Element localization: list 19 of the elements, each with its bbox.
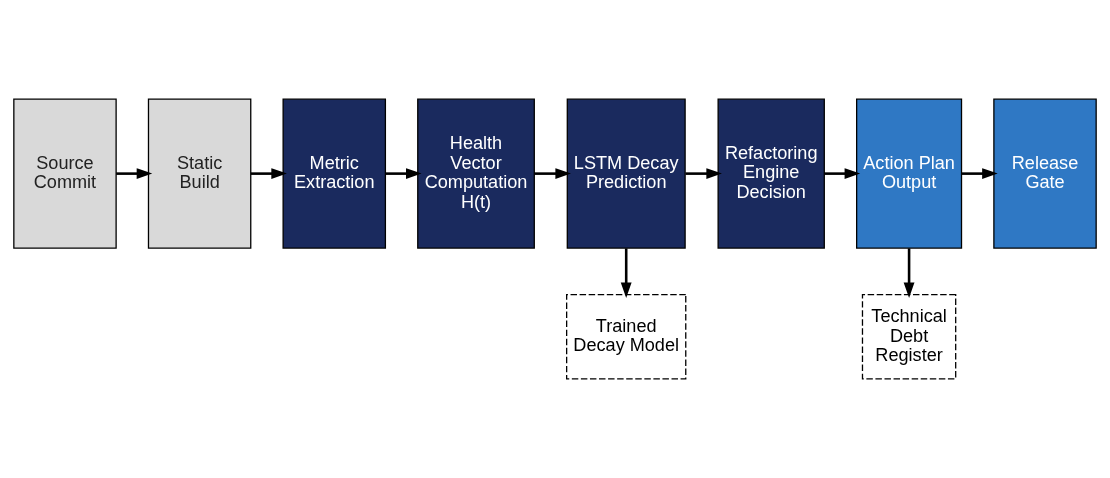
arrow — [824, 168, 861, 180]
node-box: Metric Extraction — [282, 98, 387, 249]
node-box: LSTM Decay Prediction — [566, 98, 686, 249]
arrow — [385, 168, 422, 180]
node-box: Action Plan Output — [856, 98, 963, 249]
arrow — [685, 168, 722, 180]
arrow — [961, 168, 998, 180]
node-box: Technical Debt Register — [861, 294, 957, 380]
arrow — [250, 168, 287, 180]
node-box: Refactoring Engine Decision — [717, 98, 825, 249]
node-box: Health Vector Computation H(t) — [417, 98, 535, 249]
arrow — [620, 248, 632, 298]
arrow — [116, 168, 153, 180]
arrow — [903, 248, 915, 298]
node-box: Release Gate — [993, 98, 1097, 249]
node-box: Static Build — [147, 98, 252, 249]
node-box: Source Commit — [13, 98, 117, 249]
arrow — [534, 168, 571, 180]
node-box: Trained Decay Model — [566, 294, 687, 380]
